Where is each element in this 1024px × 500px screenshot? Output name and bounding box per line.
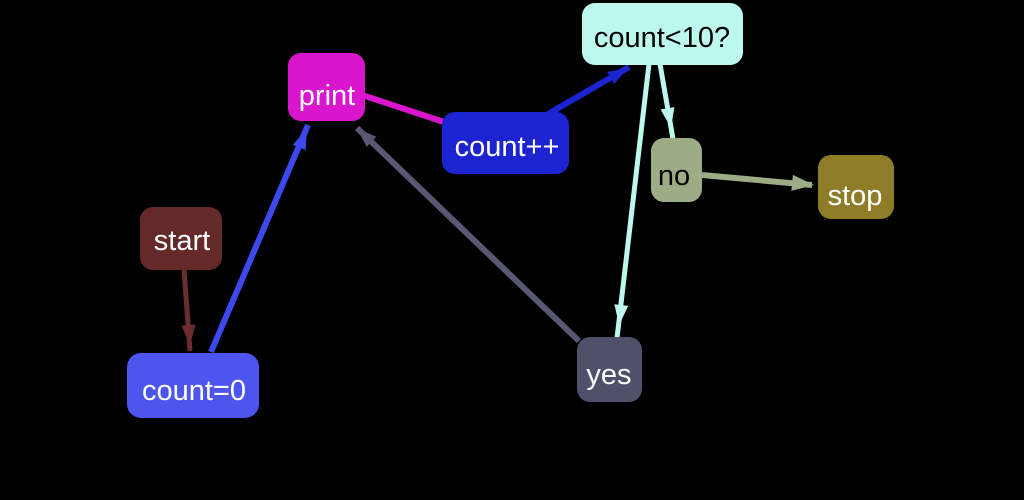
node-stop-label: stop bbox=[828, 180, 883, 212]
node-start-shape[interactable] bbox=[140, 207, 222, 270]
node-no-shape[interactable] bbox=[651, 138, 702, 202]
edge-init-to-print-arrowhead-icon bbox=[292, 129, 307, 151]
node-stop-shape[interactable] bbox=[818, 155, 894, 219]
node-condition-shape[interactable] bbox=[582, 3, 743, 65]
node-increment[interactable]: count++ bbox=[442, 112, 569, 174]
edge-increment-to-condition-arrowhead-icon bbox=[607, 68, 628, 84]
edge-print-to-increment-line bbox=[361, 92, 448, 126]
edge-yes-to-print-line bbox=[354, 125, 582, 344]
edge-condition-to-no bbox=[657, 63, 676, 140]
node-start-label: start bbox=[154, 225, 210, 257]
edge-condition-to-yes-arrowhead-icon bbox=[614, 304, 629, 325]
edge-yes-to-print bbox=[354, 125, 582, 344]
node-print-label: print bbox=[299, 80, 355, 112]
edge-print-to-increment bbox=[361, 92, 448, 126]
edge-start-to-init-arrowhead-icon bbox=[181, 324, 196, 345]
edge-start-to-init bbox=[181, 268, 196, 352]
edge-condition-to-yes bbox=[614, 63, 652, 339]
node-no[interactable]: no bbox=[651, 138, 702, 202]
edge-condition-to-no-line bbox=[657, 63, 676, 140]
node-print-shape[interactable] bbox=[288, 53, 365, 121]
edge-init-to-print-line bbox=[208, 123, 311, 354]
edge-increment-to-condition bbox=[546, 64, 631, 117]
node-print[interactable]: print bbox=[288, 53, 365, 121]
edge-condition-to-yes-line bbox=[614, 63, 652, 339]
node-yes-shape[interactable] bbox=[577, 337, 642, 402]
edge-condition-to-no-arrowhead-icon bbox=[660, 107, 675, 128]
edge-yes-to-print-arrowhead-icon bbox=[357, 128, 377, 147]
node-yes[interactable]: yes bbox=[577, 337, 642, 402]
node-no-label: no bbox=[658, 160, 690, 192]
node-init[interactable]: count=0 bbox=[127, 353, 259, 418]
node-init-shape[interactable] bbox=[127, 353, 259, 418]
node-condition-label: count<10? bbox=[594, 22, 730, 54]
node-increment-label: count++ bbox=[455, 131, 560, 163]
node-stop[interactable]: stop bbox=[818, 155, 894, 219]
edge-no-to-stop-arrowhead-icon bbox=[791, 174, 814, 191]
node-start[interactable]: start bbox=[140, 207, 222, 270]
node-yes-label: yes bbox=[586, 359, 631, 391]
edge-no-to-stop bbox=[701, 172, 814, 191]
node-init-label: count=0 bbox=[142, 375, 246, 407]
edge-init-to-print bbox=[208, 123, 311, 354]
node-condition[interactable]: count<10? bbox=[582, 3, 743, 65]
node-increment-shape[interactable] bbox=[442, 112, 569, 174]
